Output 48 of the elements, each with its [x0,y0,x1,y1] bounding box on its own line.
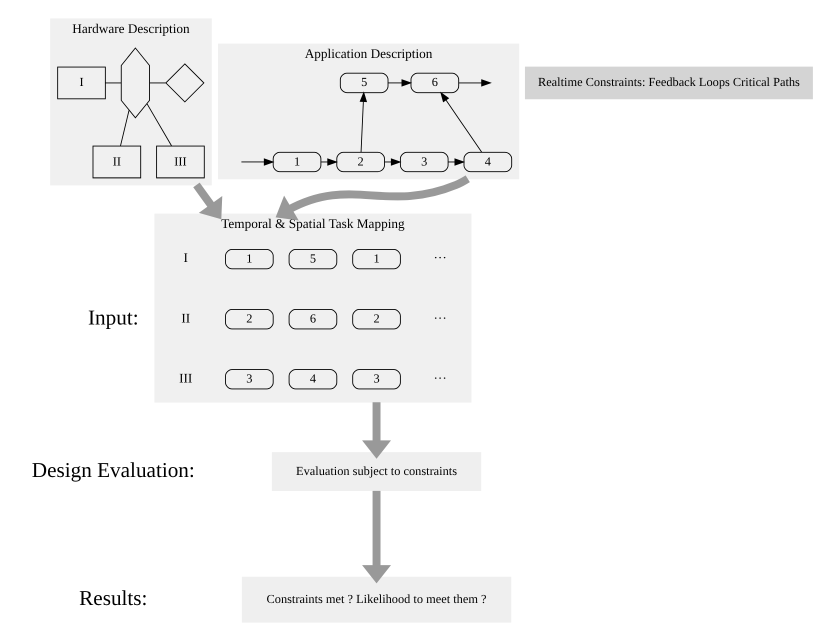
arrow [362,402,391,459]
node-box: 4 [288,369,338,390]
label: ··· [434,250,447,266]
arrow [388,79,412,87]
node-box: 6 [410,72,460,94]
connector [149,82,166,84]
arrow [320,158,338,166]
arrow [448,158,466,166]
node-box: 2 [225,309,274,330]
node-diamond [165,63,204,103]
node-box: III [156,146,205,178]
node-box: 3 [225,369,274,390]
node-box: 5 [340,72,388,94]
node-box: 6 [288,309,338,330]
node-box: I [57,66,106,100]
label: ··· [434,370,447,386]
label: Design Evaluation: [32,458,195,482]
arrow [276,175,470,220]
node-box: 2 [336,152,385,172]
arrow [440,92,482,153]
node-box: Evaluation subject to constraints [272,452,482,492]
label: Results: [79,586,148,610]
connector [120,110,130,146]
node-box: 5 [288,248,338,270]
label: Input: [88,306,139,330]
node-box: II [92,146,142,178]
node-box: 3 [400,152,449,172]
node-box: 2 [352,309,401,330]
node-box: 1 [225,248,274,270]
label: III [179,370,192,386]
label: I [184,250,188,266]
arrow [193,182,222,220]
node-box: Constraints met ? Likelihood to meet them ? [242,576,512,623]
node-box: 1 [272,152,322,172]
arrow [458,79,492,87]
connector [146,103,172,146]
connector [105,82,122,84]
label: II [181,310,190,326]
arrow [360,91,368,153]
node-box: 4 [464,152,512,172]
label: ··· [434,310,447,326]
arrow [362,490,391,584]
arrow [240,158,274,166]
node-box: 3 [352,369,401,390]
node-hexagon [120,47,150,119]
arrow [384,158,402,166]
node-box: Realtime Constraints: Feedback Loops Critical Paths [524,66,813,100]
node-box: 1 [352,248,401,270]
